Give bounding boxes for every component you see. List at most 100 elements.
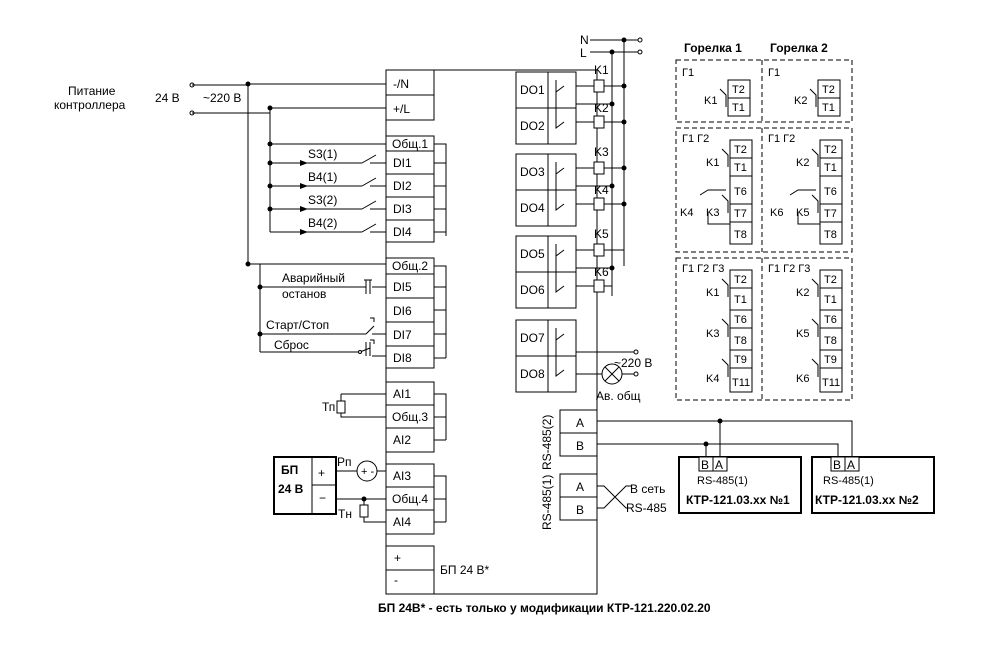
terminal-common4: Общ.4 [392, 492, 428, 506]
terminal-group-ai2 [385, 463, 435, 535]
b1-t7-b: T7 [734, 208, 747, 220]
rs485-net-2: RS-485 [626, 501, 667, 515]
rs485-1-a: A [576, 480, 584, 494]
device-2-b: B [833, 458, 841, 472]
input-start-stop: Старт/Стоп [266, 318, 329, 332]
b2-k6-b: K6 [770, 207, 783, 219]
power-220v: ~220 В [203, 91, 241, 105]
device-2-a: A [847, 458, 855, 472]
input-s3-2: S3(2) [308, 193, 337, 207]
terminal-ai1: AI1 [393, 387, 411, 401]
psu-wiring [336, 460, 386, 523]
burner-2-title: Горелка 2 [770, 41, 828, 55]
psu-label-1: БП [281, 463, 298, 477]
b1-t6-b: T6 [734, 186, 747, 198]
mode-1-right: Г1 [768, 67, 780, 79]
b2-t8-b: T8 [824, 229, 837, 241]
mode-1-left: Г1 [682, 67, 694, 79]
mode-2-left: Г1 Г2 [682, 133, 709, 145]
b1-k1-b: K1 [706, 157, 719, 169]
b2-k6-c: K6 [796, 373, 809, 385]
footnote: БП 24В* - есть только у модификации КТР-… [378, 601, 711, 615]
b2-k2-c: K2 [796, 287, 809, 299]
input-emergency-2: останов [282, 287, 326, 301]
input-emergency-1: Аварийный [282, 271, 345, 285]
power-24v: 24 В [155, 91, 180, 105]
alarm-circuit [576, 349, 639, 385]
rs485-net-wiring [597, 485, 632, 509]
relay-k3: K3 [594, 145, 609, 159]
b1-t2-c: T2 [734, 274, 747, 286]
b2-t2-b: T2 [824, 144, 837, 156]
burner-frames [675, 59, 853, 401]
burner-1-terminals [699, 79, 753, 393]
b1-t1-c: T1 [734, 294, 747, 306]
terminal-n: -/N [393, 77, 409, 91]
terminal-di1: DI1 [393, 156, 412, 170]
b2-t1-b: T1 [824, 162, 837, 174]
sensor-rp: Рп [337, 455, 352, 469]
terminal-ai2: AI2 [393, 433, 411, 447]
mode-2-right: Г1 Г2 [768, 133, 795, 145]
burner-2-terminals [789, 79, 843, 393]
b2-t9-c: T9 [824, 354, 837, 366]
b1-t2-a: T2 [732, 84, 745, 96]
b2-t1-a: T1 [822, 102, 835, 114]
b2-t8-c: T8 [824, 335, 837, 347]
relay-k1: K1 [594, 63, 609, 77]
relay-bus [576, 37, 643, 296]
psu-plus: + [318, 466, 325, 480]
terminal-di5: DI5 [393, 280, 412, 294]
do6: DO6 [520, 283, 545, 297]
b2-t2-a: T2 [822, 84, 835, 96]
relay-k4: K4 [594, 183, 609, 197]
b1-t8-c: T8 [734, 335, 747, 347]
tp-sensor [336, 393, 386, 418]
do1: DO1 [520, 83, 545, 97]
b1-t1-a: T1 [732, 102, 745, 114]
b2-t11-c: T11 [822, 377, 840, 389]
terminal-di2: DI2 [393, 179, 412, 193]
relay-k5: K5 [594, 227, 609, 241]
input-b4-2: B4(2) [308, 216, 337, 230]
sensor-tp: Тп [322, 400, 335, 414]
relay-k6: K6 [594, 265, 609, 279]
terminal-di3: DI3 [393, 202, 412, 216]
terminal-group-di2 [385, 257, 435, 369]
psu-label-2: 24 В [278, 482, 304, 496]
b1-k4-c: K4 [706, 373, 719, 385]
alarm-label: Ав. общ [596, 389, 641, 403]
terminal-di8: DI8 [393, 351, 412, 365]
di5-8-wiring [245, 261, 386, 357]
device-1-port: RS-485(1) [697, 475, 748, 487]
b1-k3-c: K3 [706, 328, 719, 340]
device-2-port: RS-485(1) [823, 475, 874, 487]
rs485-1-b: B [576, 503, 584, 517]
b1-k3-b: K3 [706, 207, 719, 219]
b2-k2-b: K2 [796, 157, 809, 169]
do5: DO5 [520, 247, 545, 261]
mode-3-left: Г1 Г2 Г3 [682, 263, 724, 275]
terminal-di7: DI7 [393, 328, 412, 342]
b1-k1-a: K1 [704, 95, 717, 107]
b1-t11-c: T11 [732, 377, 750, 389]
device-2-name: КТР-121.03.xx №2 [815, 493, 919, 507]
rs485-net-1: В сеть [630, 482, 665, 496]
do2: DO2 [520, 119, 545, 133]
rs485-device-bus [597, 418, 853, 457]
wire-l-common1 [269, 108, 386, 145]
rs485-2-label: RS-485(2) [540, 415, 554, 470]
b1-t8-b: T8 [734, 229, 747, 241]
terminal-ai3: AI3 [393, 469, 411, 483]
input-s3-1: S3(1) [308, 147, 337, 161]
psu-minus: − [319, 491, 326, 505]
b2-t2-c: T2 [824, 274, 837, 286]
input-reset: Сброс [274, 338, 309, 352]
b1-t9-c: T9 [734, 354, 747, 366]
bus-n: N [580, 33, 589, 47]
input-b4-1: B4(1) [308, 170, 337, 184]
power-label-2: контроллера [54, 98, 126, 112]
power-label-1: Питание [68, 84, 116, 98]
b1-k1-c: K1 [706, 287, 719, 299]
